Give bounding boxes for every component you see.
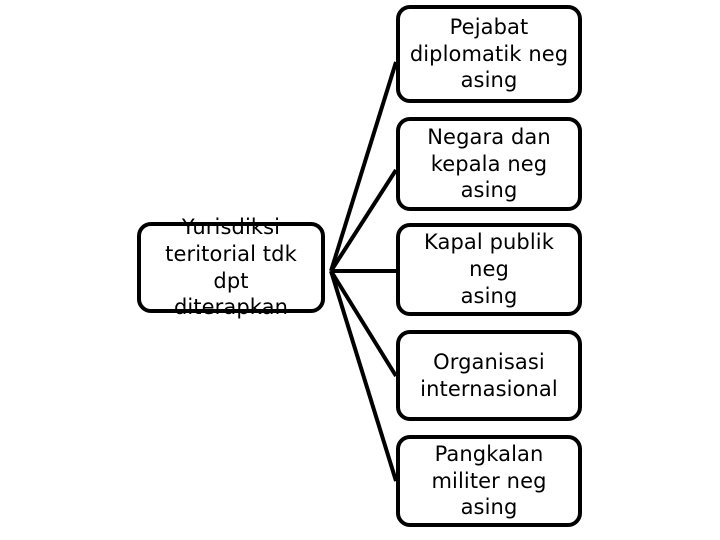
node-pangkalan-militer[interactable]: Pangkalan militer neg asing <box>396 435 582 527</box>
node-organisasi-internasional[interactable]: Organisasi internasional <box>396 330 582 421</box>
connector-organisasi-internasional <box>329 269 398 378</box>
connector-pejabat-diplomatik <box>329 61 398 272</box>
node-label: Organisasi internasional <box>420 349 558 401</box>
node-negara-kepala-negara[interactable]: Negara dan kepala neg asing <box>396 117 582 211</box>
node-label: Yurisdiksi teritorial tdk dpt diterapkan <box>165 214 297 320</box>
connector-negara-kepala-negara <box>329 168 398 273</box>
connector-pangkalan-militer <box>329 270 398 482</box>
node-label: Pangkalan militer neg asing <box>431 441 547 520</box>
node-pejabat-diplomatik[interactable]: Pejabat diplomatik neg asing <box>396 5 582 103</box>
node-label: Negara dan kepala neg asing <box>427 124 551 203</box>
node-kapal-publik[interactable]: Kapal publik neg asing <box>396 223 582 316</box>
node-yurisdiksi-teritorial[interactable]: Yurisdiksi teritorial tdk dpt diterapkan <box>137 215 325 319</box>
node-label: Kapal publik neg asing <box>424 230 554 308</box>
node-label: Pejabat diplomatik neg asing <box>409 14 569 93</box>
